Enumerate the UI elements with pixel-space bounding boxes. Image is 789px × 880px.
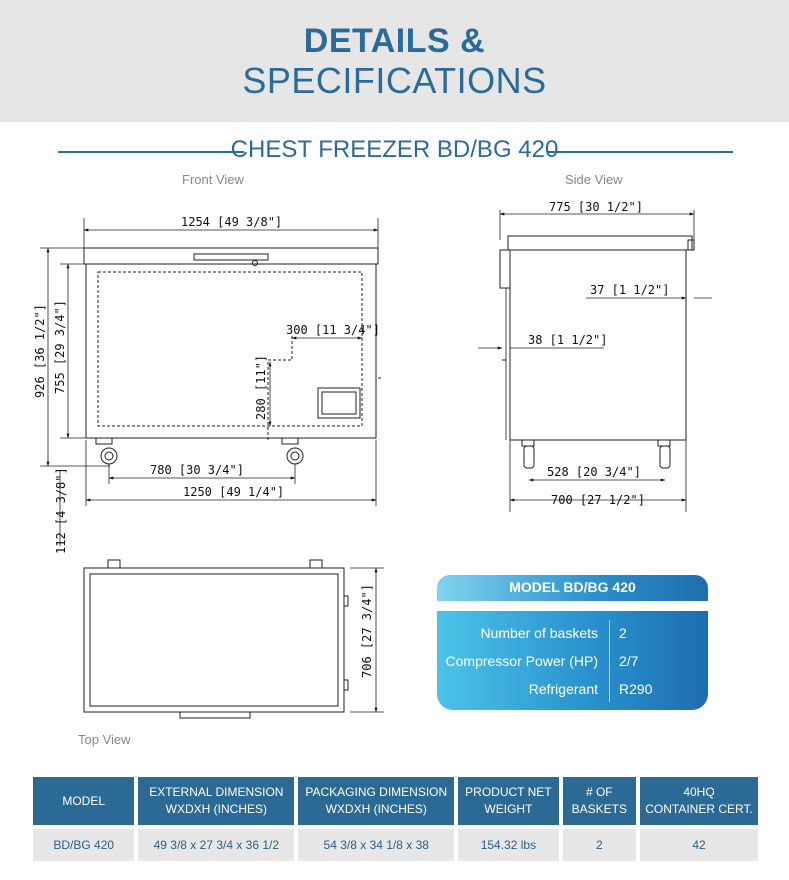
col-header-weight-line1: PRODUCT NET <box>465 785 552 799</box>
col-header-external-dimension: EXTERNAL DIMENSION WXDXH (INCHES) <box>138 777 295 825</box>
dim-front-inner-height: 280 [11"] <box>254 355 268 420</box>
front-control-panel <box>317 387 361 419</box>
front-caster-right <box>281 437 299 445</box>
model-card-divider <box>609 620 610 702</box>
cell-model: BD/BG 420 <box>33 829 135 861</box>
front-body <box>85 263 377 439</box>
side-view-label: Side View <box>565 172 623 187</box>
side-lid <box>507 235 693 251</box>
dim-side-base: 700 [27 1/2"] <box>551 493 645 507</box>
side-body <box>509 249 687 441</box>
dim-side-caster: 528 [20 3/4"] <box>547 465 641 479</box>
page-header <box>0 0 789 122</box>
cell-baskets: 2 <box>562 829 637 861</box>
subtitle-rule-left <box>58 151 244 153</box>
col-header-model: MODEL <box>33 777 135 825</box>
page-title-line1: DETAILS & <box>303 22 486 60</box>
dim-front-width: 1254 [49 3/8"] <box>181 215 282 229</box>
side-caster-left <box>523 445 535 469</box>
cell-net-weight: 154.32 lbs <box>458 829 559 861</box>
col-header-container: 40HQ CONTAINER CERT. <box>640 777 758 825</box>
top-view-drawing <box>83 559 384 719</box>
spec-value-refrigerant: R290 <box>619 681 653 697</box>
top-view-label: Top View <box>78 732 131 747</box>
col-header-baskets-line1: # OF <box>585 785 613 799</box>
col-header-packaging-line2: WXDXH (INCHES) <box>325 802 427 816</box>
col-header-container-line2: CONTAINER CERT. <box>645 802 753 816</box>
col-header-container-line1: 40HQ <box>683 785 715 799</box>
spec-label-compressor: Compressor Power (HP) <box>445 653 598 669</box>
front-view-drawing <box>40 218 381 546</box>
top-body <box>83 567 345 713</box>
side-caster-right <box>659 445 671 469</box>
front-caster-left <box>95 437 113 445</box>
col-header-external-line2: WXDXH (INCHES) <box>165 802 267 816</box>
cell-packaging-dimension: 54 3/8 x 34 1/8 x 38 <box>298 829 455 861</box>
col-header-baskets: # OF BASKETS <box>562 777 637 825</box>
spec-label-refrigerant: Refrigerant <box>528 681 598 697</box>
cell-external-dimension: 49 3/8 x 27 3/4 x 36 1/2 <box>138 829 295 861</box>
dim-front-caster: 780 [30 3/4"] <box>150 463 244 477</box>
col-header-external-line1: EXTERNAL DIMENSION <box>149 785 284 799</box>
dim-front-inner-width: 300 [11 3/4"] <box>286 323 380 337</box>
col-header-packaging-line1: PACKAGING DIMENSION <box>305 785 448 799</box>
dim-front-height: 926 [36 1/2"] <box>33 304 47 398</box>
model-card-header <box>437 575 708 601</box>
col-header-baskets-line2: BASKETS <box>571 802 627 816</box>
subtitle-rule-right <box>547 151 733 153</box>
table-header-row: MODEL EXTERNAL DIMENSION WXDXH (INCHES) P… <box>33 777 758 825</box>
spec-value-compressor: 2/7 <box>619 653 639 669</box>
front-view-label: Front View <box>182 172 244 187</box>
dim-side-width: 775 [30 1/2"] <box>549 200 643 214</box>
front-inner-dashed <box>97 271 363 427</box>
table-row: BD/BG 420 49 3/8 x 27 3/4 x 36 1/2 54 3/… <box>33 829 758 861</box>
spec-table: MODEL EXTERNAL DIMENSION WXDXH (INCHES) P… <box>29 777 762 861</box>
dim-side-right-inset: 37 [1 1/2"] <box>590 283 669 297</box>
col-header-net-weight: PRODUCT NET WEIGHT <box>458 777 559 825</box>
col-header-model-text: MODEL <box>62 793 106 808</box>
page-title-line2: SPECIFICATIONS <box>242 60 547 101</box>
product-subtitle: CHEST FREEZER BD/BG 420 <box>230 136 559 163</box>
spec-value-baskets: 2 <box>619 625 627 641</box>
dim-top-depth: 706 [27 3/4"] <box>360 584 374 678</box>
model-card-title: MODEL BD/BG 420 <box>509 579 636 595</box>
dim-front-bottom: 112 [4 3/8"] <box>54 467 68 554</box>
spec-label-baskets: Number of baskets <box>480 625 599 641</box>
cell-container-cert: 42 <box>640 829 758 861</box>
side-view-drawing <box>478 210 712 512</box>
front-lid <box>83 247 379 265</box>
dim-front-body-height: 755 [29 3/4"] <box>53 300 67 394</box>
dim-side-left-inset: 38 [1 1/2"] <box>528 333 607 347</box>
col-header-weight-line2: WEIGHT <box>484 802 533 816</box>
model-card-body <box>437 611 708 710</box>
col-header-packaging-dimension: PACKAGING DIMENSION WXDXH (INCHES) <box>298 777 455 825</box>
dim-front-base: 1250 [49 1/4"] <box>183 485 284 499</box>
